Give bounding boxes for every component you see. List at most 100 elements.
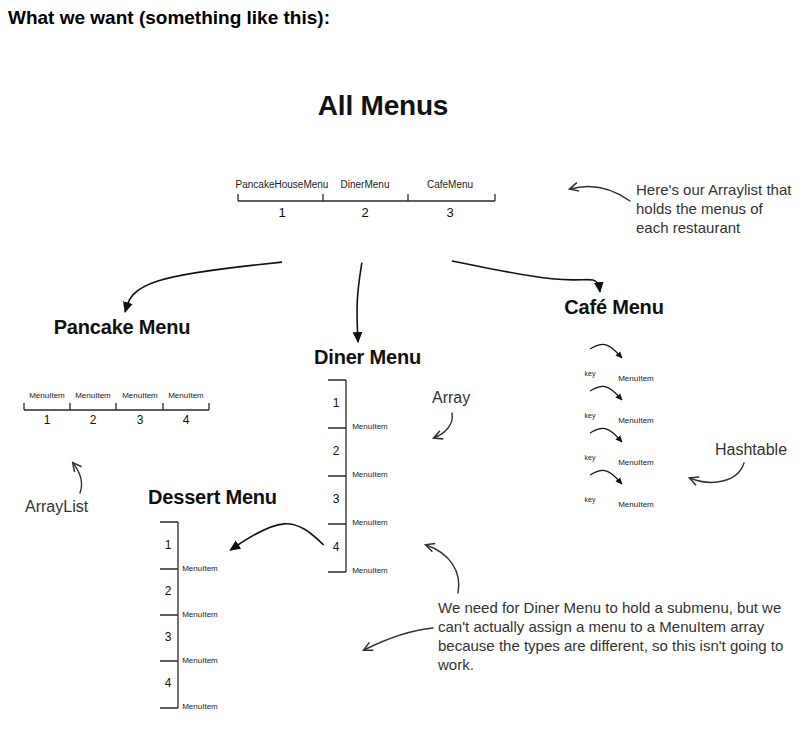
ball-shape <box>426 129 474 177</box>
ball-outline <box>425 128 475 178</box>
index-number: 4 <box>176 413 196 427</box>
ball-label: key <box>585 453 596 462</box>
annotation-arrow <box>690 463 744 482</box>
index-number: 3 <box>440 205 460 220</box>
ball-shape <box>581 391 599 409</box>
connector-arrow <box>357 263 362 342</box>
ball-outline <box>30 356 64 390</box>
ball-outline <box>580 474 600 494</box>
ball-outline <box>353 387 387 421</box>
annotation-note: Here's our Arraylist that holds the menu… <box>636 180 794 237</box>
index-number-holder: 3 <box>158 630 178 644</box>
ball-shape <box>622 386 650 414</box>
ball-shape <box>258 129 306 177</box>
type-label: ArrayList <box>25 497 88 516</box>
object-ball: key <box>576 432 604 463</box>
ball-label: PancakeHouseMenu <box>236 179 329 191</box>
annotation-note: We need for Diner Menu to hold a submenu… <box>438 598 790 674</box>
index-number-holder: 1 <box>37 413 57 427</box>
object-ball: MenuItem <box>116 356 164 402</box>
index-number-holder: 2 <box>355 205 375 220</box>
ball-outline <box>580 390 600 410</box>
ball-label: MenuItem <box>182 610 218 620</box>
menu-heading: Diner Menu <box>314 345 421 369</box>
blob-shape <box>21 349 224 437</box>
blob-shape <box>151 520 234 715</box>
index-brackets <box>24 194 495 708</box>
ball-label: CafeMenu <box>427 179 473 191</box>
ball-outline <box>340 128 390 178</box>
annotation-arrow <box>434 413 452 438</box>
ball-shape <box>184 668 216 700</box>
type-label-holder: Array <box>432 388 470 407</box>
index-number-holder: 3 <box>326 492 346 506</box>
type-label-holder: Hashtable <box>715 440 787 459</box>
ball-outline <box>169 356 203 390</box>
index-number-holder: 1 <box>326 396 346 410</box>
annotation-note-holder: Here's our Arraylist that holds the menu… <box>636 180 794 237</box>
ball-outline <box>183 575 217 609</box>
ball-shape <box>581 433 599 451</box>
index-number-holder: 2 <box>158 584 178 598</box>
object-ball: MenuItem <box>176 529 224 575</box>
object-ball: MenuItem <box>346 435 394 481</box>
ball-shape <box>581 349 599 367</box>
ball-label: DinerMenu <box>341 179 390 191</box>
ball-outline <box>353 483 387 517</box>
index-number: 2 <box>83 413 103 427</box>
ball-outline <box>621 343 651 373</box>
connector-arrow <box>590 428 622 442</box>
index-number: 4 <box>158 676 178 690</box>
ball-outline <box>76 356 110 390</box>
object-ball: MenuItem <box>346 531 394 577</box>
index-number-holder: 4 <box>326 540 346 554</box>
blob-shape <box>319 378 400 588</box>
menu-blob: Café MenukeyMenuItemkeyMenuItemkeyMenuIt… <box>550 292 678 520</box>
object-ball: MenuItem <box>613 343 659 385</box>
object-ball: MenuItem <box>176 667 224 713</box>
menu-heading: All Menus <box>318 90 448 122</box>
ball-outline <box>183 621 217 655</box>
ball-label: key <box>585 411 596 420</box>
index-number: 2 <box>355 205 375 220</box>
ball-label: MenuItem <box>182 656 218 666</box>
ball-shape <box>31 357 63 389</box>
type-label: Array <box>432 388 470 407</box>
index-number: 3 <box>326 492 346 506</box>
ball-label: MenuItem <box>352 518 388 528</box>
ball-outline <box>621 469 651 499</box>
ball-shape <box>354 388 386 420</box>
ball-shape <box>354 532 386 564</box>
annotation-arrow <box>364 628 433 650</box>
blob-shape <box>227 55 545 263</box>
ball-shape <box>170 357 202 389</box>
connector-arrow <box>590 386 622 400</box>
ball-shape <box>581 475 599 493</box>
object-ball: MenuItem <box>176 575 224 621</box>
ball-shape <box>124 357 156 389</box>
connector-arrow <box>230 524 323 550</box>
ball-label: MenuItem <box>75 391 111 401</box>
ball-shape <box>77 357 109 389</box>
connector-arrow <box>590 344 622 358</box>
connector-arrow <box>125 262 282 312</box>
index-number-holder: 3 <box>130 413 150 427</box>
index-number: 2 <box>326 444 346 458</box>
type-label: Hashtable <box>715 440 787 459</box>
menu-heading: Pancake Menu <box>54 315 191 339</box>
object-ball: MenuItem <box>69 356 117 402</box>
ball-outline <box>621 385 651 415</box>
annotation-arrows <box>73 186 744 650</box>
ball-outline <box>183 667 217 701</box>
ball-outline <box>353 531 387 565</box>
ball-label: MenuItem <box>352 566 388 576</box>
ball-label: MenuItem <box>352 470 388 480</box>
ball-label: MenuItem <box>168 391 204 401</box>
pancake-bracket <box>24 403 209 410</box>
ball-label: MenuItem <box>618 374 654 384</box>
page-title: What we want (something like this): <box>8 6 330 29</box>
ball-label: MenuItem <box>618 458 654 468</box>
object-ball: MenuItem <box>176 621 224 667</box>
object-ball: PancakeHouseMenu <box>232 128 332 192</box>
